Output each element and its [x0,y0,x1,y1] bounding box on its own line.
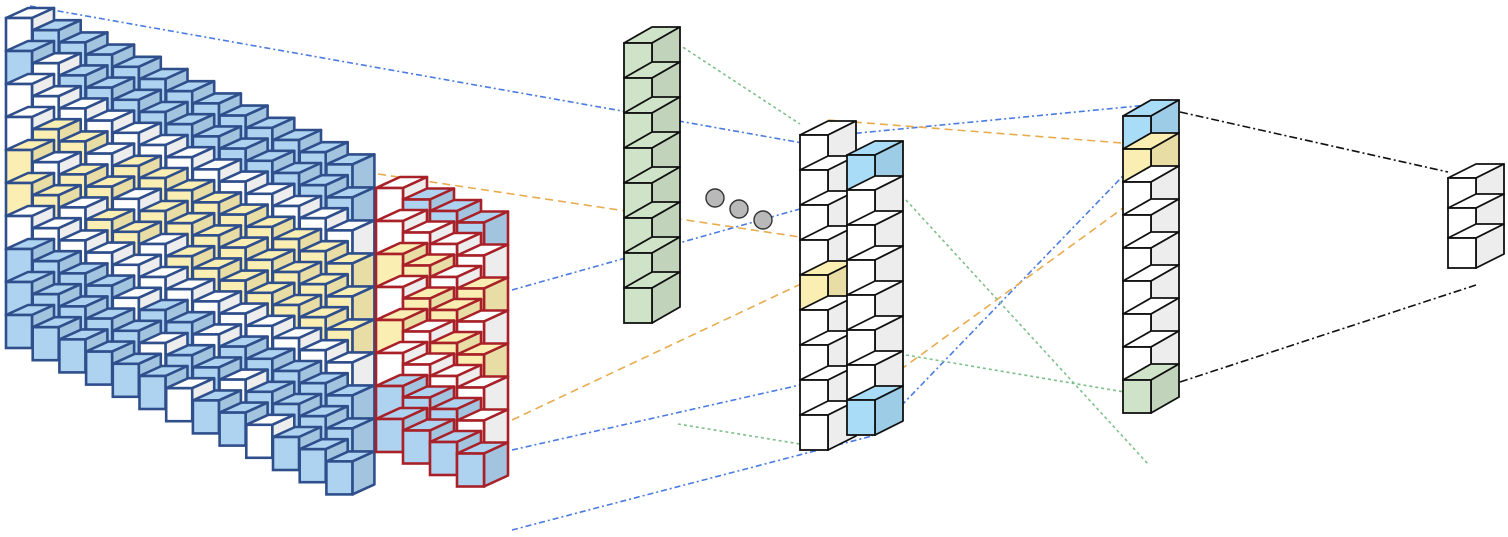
filter-cell-front [401,429,432,465]
connection-line-6 [377,173,821,241]
pooled-column [1122,99,1180,414]
cyan-feature-column-cell-front [846,329,876,366]
ellipsis-dots [705,188,773,230]
input-cell-front [325,460,354,496]
connection-lines [29,5,1477,531]
input-cell-front [218,411,247,447]
input-cell-front [31,325,61,362]
input-cell-front [111,362,141,399]
filter-cell-front [428,440,459,477]
ellipsis-dot [729,199,749,219]
output-column-cell-front [1447,237,1477,269]
connection-line-11 [677,423,801,445]
filter-cell-front [374,417,405,454]
connection-line-3 [511,435,873,531]
connection-line-15 [1179,284,1477,383]
connection-line-2 [511,384,801,451]
input-feature-map [4,6,376,496]
input-cell-front [271,435,301,472]
input-cell-front [298,447,328,484]
filter-cell-front [455,452,486,488]
input-cell-front [4,313,34,350]
input-cell-front [164,386,194,423]
white-feature-column-cell-front [799,414,829,451]
connection-line-13 [905,354,1149,397]
green-feature-column [623,26,681,324]
input-cell-front [245,423,274,460]
connection-line-5 [871,149,1149,437]
green-feature-column-cell-front [623,287,653,324]
ellipsis-dot [753,210,773,230]
connection-line-14 [1179,111,1449,173]
pooled-column-cell-front [1122,379,1152,414]
connection-line-8 [827,119,1149,146]
connection-line-12 [905,199,1149,465]
input-cell-front [138,374,167,411]
output-column [1447,163,1505,269]
connection-line-0 [29,5,843,151]
cyan-feature-column-cell-front [846,399,876,436]
connection-line-4 [827,104,1149,137]
connection-line-9 [899,189,1149,371]
convolution-filter [374,175,510,488]
connection-line-10 [677,43,801,125]
connection-line-7 [511,274,821,421]
input-cell-front [84,350,114,386]
ellipsis-dot [705,188,725,208]
input-cell-front [191,399,221,435]
cyan-feature-column [846,140,904,436]
input-cell-front [58,338,87,374]
